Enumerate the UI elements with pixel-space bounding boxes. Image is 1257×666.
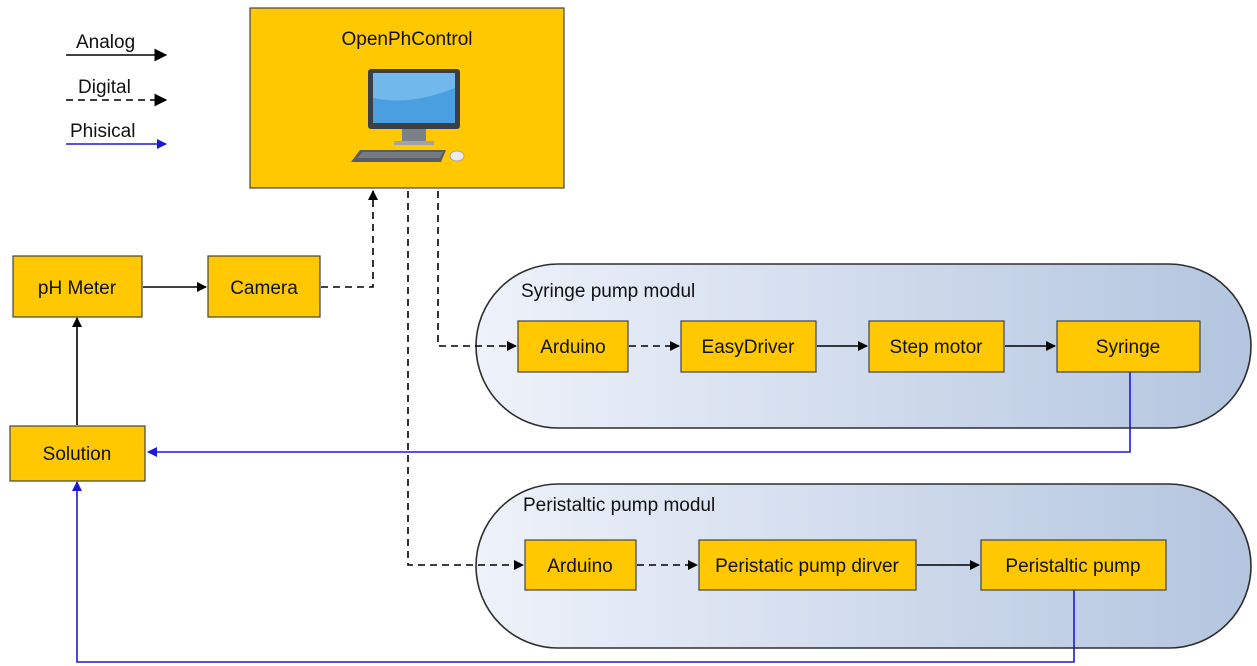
easydriver-block: EasyDriver <box>680 320 817 373</box>
easydriver-box <box>680 320 817 373</box>
camera-label: Camera <box>230 278 298 299</box>
openphcontrol-title: OpenPhControl <box>342 29 473 50</box>
connectors <box>72 190 1131 663</box>
peristaltic-arduino-box <box>524 539 637 591</box>
peristaltic-arduino-block: Arduino <box>524 539 637 591</box>
peristaltic-pump-label: Peristaltic pump <box>1005 556 1140 577</box>
syringe-box <box>1056 320 1201 373</box>
computer-to-syringe-arduino-arrow <box>437 191 517 351</box>
step-motor-label: Step motor <box>890 337 984 358</box>
syringe-to-solution-flow <box>147 372 1131 457</box>
legend-physical: Phisical <box>66 121 167 149</box>
peristaltic-module-title: Peristaltic pump modul <box>523 495 715 516</box>
peristaltic-driver-box <box>698 539 917 591</box>
solution-label: Solution <box>43 444 112 465</box>
easydriver-label: EasyDriver <box>702 337 796 358</box>
legend: Analog Digital Phisical <box>66 32 168 149</box>
ph-meter-box <box>12 255 143 318</box>
peristaltic-pump-to-solution-flow <box>72 481 1075 663</box>
computer-to-peristaltic-arduino-arrow <box>407 191 524 570</box>
step-motor-block: Step motor <box>868 320 1005 373</box>
syringe-block: Syringe <box>1056 320 1201 373</box>
camera-box <box>207 255 321 318</box>
syringe-arduino-block: Arduino <box>517 320 629 373</box>
legend-digital: Digital <box>66 77 168 107</box>
desktop-computer-icon <box>351 69 465 162</box>
syringe-arduino-label: Arduino <box>540 337 606 358</box>
peristaltic-driver-label: Peristatic pump dirver <box>715 556 899 577</box>
peristaltic-driver-block: Peristatic pump dirver <box>698 539 917 591</box>
openphcontrol-block: OpenPhControl <box>249 7 565 189</box>
legend-physical-label: Phisical <box>70 121 135 142</box>
legend-analog-label: Analog <box>76 32 135 53</box>
legend-analog: Analog <box>66 32 168 62</box>
camera-block: Camera <box>207 255 321 318</box>
ph-meter-block: pH Meter <box>12 255 143 318</box>
syringe-label: Syringe <box>1096 337 1160 358</box>
solution-box <box>9 425 146 482</box>
peristaltic-pump-block: Peristaltic pump <box>980 539 1167 591</box>
syringe-arduino-box <box>517 320 629 373</box>
legend-digital-label: Digital <box>78 77 131 98</box>
syringe-module-title: Syringe pump modul <box>521 281 695 302</box>
ph-meter-label: pH Meter <box>38 278 117 299</box>
solution-block: Solution <box>9 425 146 482</box>
peristaltic-arduino-label: Arduino <box>547 556 613 577</box>
peristaltic-pump-box <box>980 539 1167 591</box>
camera-to-computer-arrow <box>321 190 378 288</box>
step-motor-box <box>868 320 1005 373</box>
